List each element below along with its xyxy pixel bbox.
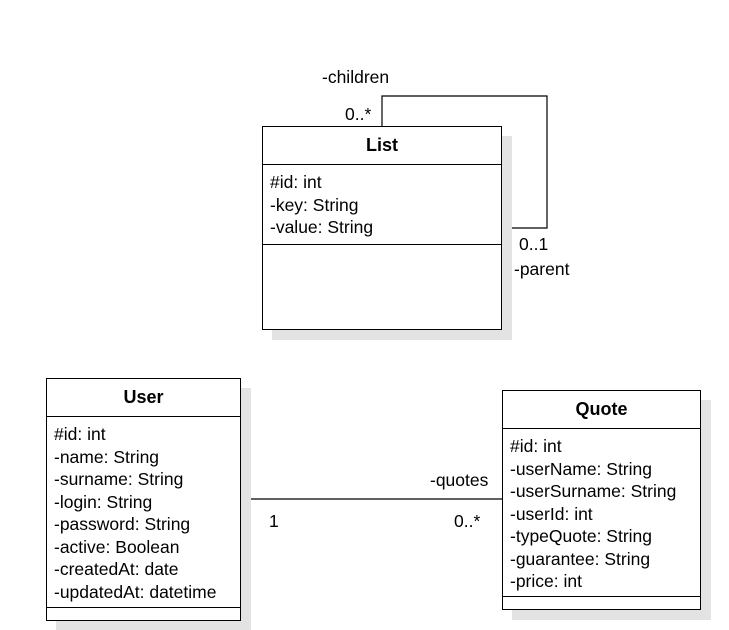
attribute: -value: String (270, 217, 374, 237)
class-user-attributes: #id: int -name: String -surname: String … (47, 417, 240, 608)
attribute: -name: String (54, 446, 160, 467)
attribute: -userId: int (510, 503, 593, 524)
attribute: -price: int (510, 571, 582, 591)
parent-multiplicity-label: 0..1 (519, 234, 549, 254)
attribute: -key: String (270, 194, 359, 215)
class-list-attributes: #id: int -key: String -value: String (263, 165, 501, 245)
quotes-role-label: -quotes (430, 470, 489, 490)
class-user[interactable]: User #id: int -name: String -surname: St… (46, 378, 241, 621)
children-multiplicity-label: 0..* (345, 104, 372, 124)
attribute: -active: Boolean (54, 536, 180, 557)
quotes-multiplicity-label: 0..* (454, 511, 481, 531)
class-list[interactable]: List #id: int -key: String -value: Strin… (262, 126, 502, 330)
children-role-label: -children (322, 67, 390, 87)
attribute: -guarantee: String (510, 548, 651, 569)
attribute: -userName: String (510, 458, 652, 479)
attribute: -login: String (54, 491, 153, 512)
attribute: -updatedAt: datetime (54, 581, 217, 602)
attribute: -createdAt: date (54, 559, 179, 579)
class-list-name: List (263, 127, 501, 165)
class-quote-attributes: #id: int -userName: String -userSurname:… (503, 429, 700, 597)
attribute: #id: int (54, 424, 106, 444)
attribute: -surname: String (54, 469, 184, 489)
class-quote[interactable]: Quote #id: int -userName: String -userSu… (502, 390, 701, 610)
parent-role-label: -parent (514, 259, 570, 279)
user-multiplicity-label: 1 (269, 511, 279, 531)
class-quote-name: Quote (503, 391, 700, 429)
list-self-association-line[interactable] (381, 95, 548, 229)
attribute: #id: int (270, 172, 322, 192)
class-user-name: User (47, 379, 240, 417)
attribute: -password: String (54, 514, 191, 534)
attribute: -userSurname: String (510, 481, 677, 501)
attribute: -typeQuote: String (510, 526, 653, 546)
attribute: #id: int (510, 436, 562, 456)
